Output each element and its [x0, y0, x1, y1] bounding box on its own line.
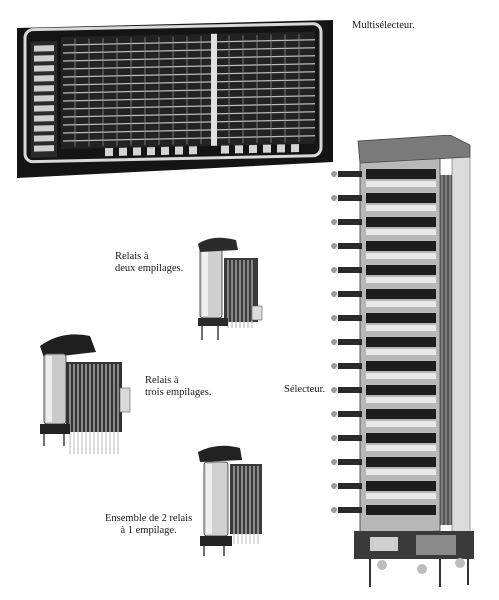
- relais-trois-caption-line2: trois empilages.: [145, 387, 212, 398]
- relais-deux-empilages-photo: [192, 230, 272, 345]
- ensemble-deux-relais-photo: [194, 440, 274, 560]
- multiselecteur-caption: Multisélecteur.: [352, 20, 415, 31]
- relais-trois-empilages-photo: [36, 328, 136, 460]
- ensemble-caption-line2: à 1 empilage.: [120, 525, 177, 536]
- selecteur-caption: Sélecteur.: [284, 384, 326, 395]
- relais-deux-caption-line2: deux empilages.: [115, 263, 184, 274]
- relais-trois-caption-line1: Relais à: [145, 375, 179, 386]
- selecteur-photo: [320, 135, 490, 595]
- relais-deux-caption: Relais à deux empilages.: [115, 251, 183, 275]
- ensemble-caption: Ensemble de 2 relais à 1 empilage.: [105, 513, 192, 537]
- ensemble-caption-line1: Ensemble de 2 relais: [105, 513, 193, 524]
- relais-deux-caption-line1: Relais à: [115, 251, 149, 262]
- multiselecteur-photo: [15, 20, 335, 180]
- relais-trois-caption: Relais à trois empilages.: [145, 375, 212, 399]
